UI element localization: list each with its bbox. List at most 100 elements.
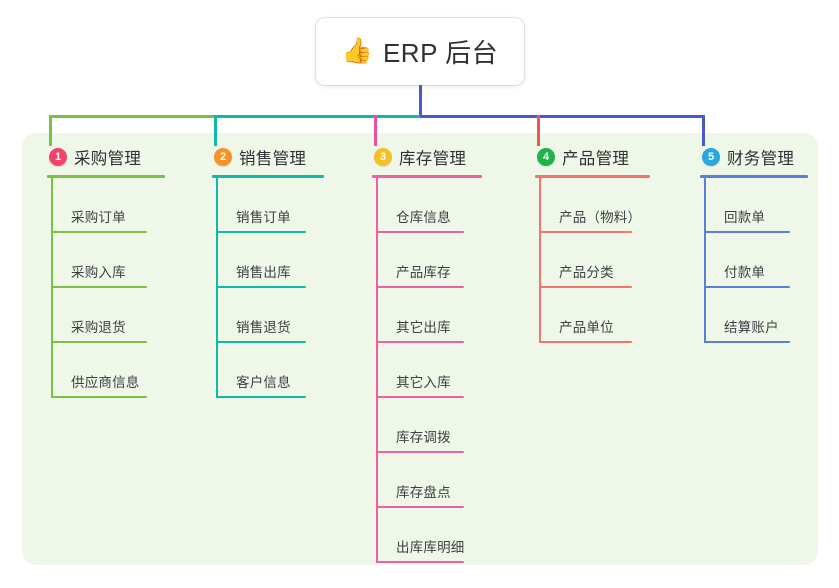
- leaf-item[interactable]: 采购订单: [47, 178, 165, 233]
- branch-items-5: 回款单付款单结算账户: [700, 178, 808, 343]
- branch-title-1: 采购管理: [74, 150, 142, 168]
- leaf-item[interactable]: 仓库信息: [372, 178, 482, 233]
- distribution-bar-segment-1: [49, 115, 214, 118]
- leaf-item[interactable]: 采购退货: [47, 288, 165, 343]
- leaf-item-rule: [539, 341, 632, 343]
- leaf-item[interactable]: 销售出库: [212, 233, 324, 288]
- leaf-item[interactable]: 付款单: [700, 233, 808, 288]
- leaf-item[interactable]: 客户信息: [212, 343, 324, 398]
- leaf-item-label: 供应商信息: [71, 375, 140, 390]
- branch-items-2: 销售订单销售出库销售退货客户信息: [212, 178, 324, 398]
- branch-badge-3: 3: [374, 148, 392, 166]
- branch-header-2[interactable]: 2 销售管理: [212, 146, 324, 168]
- branches-panel: [22, 133, 818, 565]
- leaf-item-rule: [539, 286, 632, 288]
- branch-items-4: 产品（物料） 产品分类产品单位: [535, 178, 650, 343]
- branch-header-3[interactable]: 3 库存管理: [372, 146, 482, 168]
- leaf-item-label: 销售订单: [236, 210, 291, 225]
- leaf-item-label: 产品分类: [559, 265, 614, 280]
- leaf-item-rule: [376, 231, 464, 233]
- leaf-item-label: 付款单: [724, 265, 766, 280]
- leaf-item-label: 其它出库: [396, 320, 451, 335]
- leaf-item-label: 其它入库: [396, 375, 451, 390]
- branch-title-2: 销售管理: [239, 150, 307, 168]
- branch-header-5[interactable]: 5 财务管理: [700, 146, 808, 168]
- root-node-title: ERP 后台: [382, 38, 499, 68]
- leaf-item[interactable]: 产品单位: [535, 288, 650, 343]
- leaf-item[interactable]: 其它入库: [372, 343, 482, 398]
- distribution-bar-segment-3: [420, 115, 703, 118]
- root-drop-line: [419, 85, 422, 118]
- leaf-item[interactable]: 产品分类: [535, 233, 650, 288]
- branch-rule-3: [372, 175, 482, 178]
- leaf-item-label: 销售出库: [236, 265, 291, 280]
- distribution-bar-segment-2: [214, 115, 420, 118]
- leaf-item[interactable]: 库存盘点: [372, 453, 482, 508]
- leaf-item[interactable]: 库存调拨: [372, 398, 482, 453]
- leaf-item-rule: [51, 396, 147, 398]
- branch-rule-1: [47, 175, 165, 178]
- leaf-item[interactable]: 回款单: [700, 178, 808, 233]
- leaf-item-rule: [539, 231, 632, 233]
- branch-badge-4: 4: [537, 148, 555, 166]
- branch-stub-4: [537, 115, 540, 146]
- leaf-item-rule: [51, 231, 147, 233]
- branch-rule-5: [700, 175, 808, 178]
- branch-badge-1: 1: [49, 148, 67, 166]
- leaf-item-label: 库存盘点: [396, 485, 451, 500]
- leaf-item-rule: [704, 341, 790, 343]
- leaf-item-label: 客户信息: [236, 375, 291, 390]
- leaf-item-rule: [376, 451, 464, 453]
- root-node[interactable]: 👍 ERP 后台: [316, 18, 524, 85]
- branch-spine-4: [539, 178, 541, 343]
- branch-title-3: 库存管理: [399, 150, 467, 168]
- leaf-item[interactable]: 销售退货: [212, 288, 324, 343]
- leaf-item-label: 仓库信息: [396, 210, 451, 225]
- branch-badge-5: 5: [702, 148, 720, 166]
- leaf-item-label: 销售退货: [236, 320, 291, 335]
- leaf-item[interactable]: 采购入库: [47, 233, 165, 288]
- leaf-item[interactable]: 其它出库: [372, 288, 482, 343]
- leaf-item-label: 产品（物料）: [559, 210, 642, 225]
- branch-column-4: 4 产品管理产品（物料） 产品分类产品单位: [535, 146, 650, 343]
- branch-badge-2: 2: [214, 148, 232, 166]
- branch-header-1[interactable]: 1 采购管理: [47, 146, 165, 168]
- branch-rule-4: [535, 175, 650, 178]
- leaf-item-rule: [216, 341, 306, 343]
- branch-column-1: 1 采购管理采购订单采购入库采购退货供应商信息: [47, 146, 165, 398]
- branch-items-1: 采购订单采购入库采购退货供应商信息: [47, 178, 165, 398]
- branch-spine-1: [51, 178, 53, 398]
- branch-stub-1: [49, 115, 52, 146]
- leaf-item-label: 采购退货: [71, 320, 126, 335]
- leaf-item-rule: [376, 341, 464, 343]
- leaf-item-label: 采购订单: [71, 210, 126, 225]
- branch-header-4[interactable]: 4 产品管理: [535, 146, 650, 168]
- leaf-item-rule: [376, 506, 464, 508]
- leaf-item-label: 产品单位: [559, 320, 614, 335]
- leaf-item[interactable]: 产品（物料）: [535, 178, 650, 233]
- leaf-item-rule: [216, 396, 306, 398]
- leaf-item[interactable]: 产品库存: [372, 233, 482, 288]
- leaf-item[interactable]: 销售订单: [212, 178, 324, 233]
- branch-title-4: 产品管理: [562, 150, 630, 168]
- leaf-item-label: 回款单: [724, 210, 766, 225]
- leaf-item-rule: [704, 286, 790, 288]
- leaf-item-rule: [376, 396, 464, 398]
- branch-spine-5: [704, 178, 706, 343]
- leaf-item[interactable]: 结算账户: [700, 288, 808, 343]
- leaf-item-rule: [704, 231, 790, 233]
- leaf-item-label: 采购入库: [71, 265, 126, 280]
- leaf-item-label: 结算账户: [724, 320, 779, 335]
- leaf-item-rule: [216, 231, 306, 233]
- leaf-item[interactable]: 出库库明细: [372, 508, 482, 563]
- branch-stub-3: [374, 115, 377, 146]
- branch-spine-3: [376, 178, 378, 563]
- branch-rule-2: [212, 175, 324, 178]
- leaf-item-rule: [216, 286, 306, 288]
- branch-title-5: 财务管理: [727, 150, 795, 168]
- leaf-item[interactable]: 供应商信息: [47, 343, 165, 398]
- branch-stub-5: [702, 115, 705, 146]
- leaf-item-rule: [376, 561, 464, 563]
- branch-column-3: 3 库存管理仓库信息产品库存其它出库其它入库库存调拨库存盘点出库库明细: [372, 146, 482, 563]
- leaf-item-label: 产品库存: [396, 265, 451, 280]
